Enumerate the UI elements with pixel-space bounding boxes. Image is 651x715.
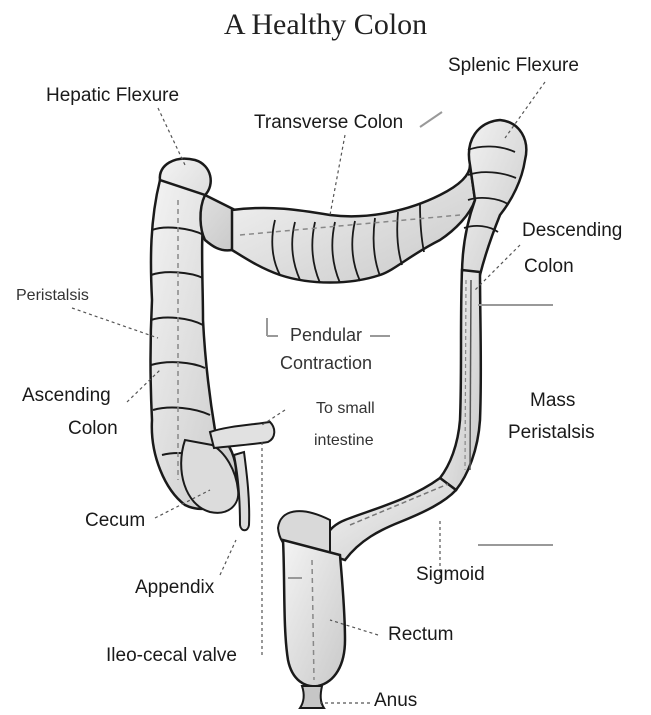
sigmoid-colon-shape <box>325 478 456 560</box>
descending-colon-shape <box>440 270 481 490</box>
label-ileocecal-valve: Ileo-cecal valve <box>106 645 237 667</box>
label-appendix: Appendix <box>135 577 214 599</box>
label-pendular-line2: Contraction <box>280 353 372 374</box>
rectum-shape <box>283 540 345 686</box>
label-sigmoid: Sigmoid <box>416 564 485 586</box>
label-transverse-colon: Transverse Colon <box>254 112 403 134</box>
label-anus: Anus <box>374 690 417 712</box>
label-peristalsis: Peristalsis <box>16 287 89 305</box>
label-pendular-line1: Pendular <box>290 325 362 346</box>
label-small-intestine-line2: intestine <box>314 432 374 450</box>
small-intestine-stub <box>210 422 274 448</box>
label-mass-peristalsis-line1: Mass <box>530 390 575 412</box>
label-mass-peristalsis-line2: Peristalsis <box>508 422 595 444</box>
label-cecum: Cecum <box>85 510 145 532</box>
anus-shape <box>300 686 324 708</box>
label-ascending-colon-line2: Colon <box>68 418 118 440</box>
label-descending-colon-line1: Descending <box>522 220 622 242</box>
label-splenic-flexure: Splenic Flexure <box>448 55 579 77</box>
label-hepatic-flexure: Hepatic Flexure <box>46 85 179 107</box>
label-ascending-colon-line1: Ascending <box>22 385 111 407</box>
label-rectum: Rectum <box>388 624 453 646</box>
label-small-intestine-line1: To small <box>316 400 375 418</box>
label-descending-colon-line2: Colon <box>524 256 574 278</box>
